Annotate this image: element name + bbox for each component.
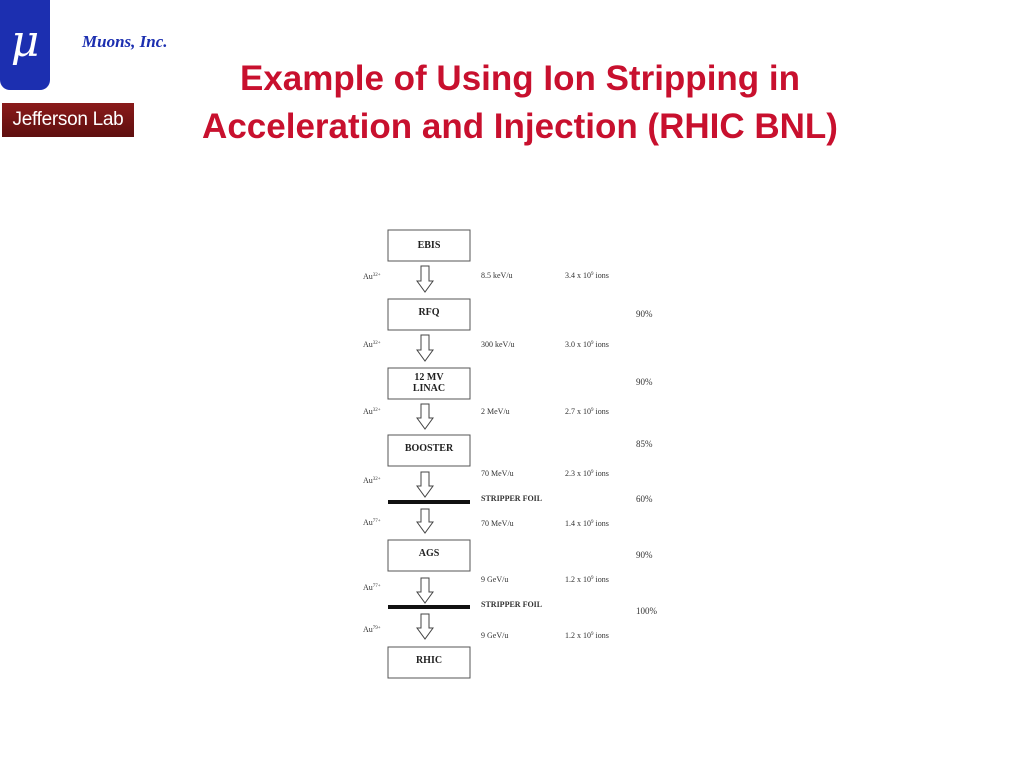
ion-count: 1.2 x 109 ions	[565, 631, 609, 640]
stripper-foil-bar	[388, 500, 470, 504]
energy-value: 70 MeV/u	[481, 469, 514, 478]
ion-count: 1.2 x 109 ions	[565, 575, 609, 584]
energy-value: 2 MeV/u	[481, 407, 510, 416]
stripper-foil-label: STRIPPER FOIL	[481, 600, 542, 609]
efficiency-value: 90%	[636, 309, 653, 319]
box-rhic: RHIC	[387, 646, 471, 679]
ion-label: Au32+	[363, 407, 381, 416]
energy-value: 8.5 keV/u	[481, 271, 513, 280]
efficiency-value: 100%	[636, 606, 658, 616]
transition-row: Au32+ 300 keV/u 3.0 x 109 ions	[363, 340, 609, 349]
jefferson-lab-logo-text: Jefferson Lab	[12, 109, 124, 130]
box-ebis: EBIS	[387, 229, 471, 262]
ion-count: 1.4 x 109 ions	[565, 519, 609, 528]
stripper-foil-bar	[388, 605, 470, 609]
box-linac: 12 MV LINAC	[387, 367, 471, 400]
transition-row: Au32+ 8.5 keV/u 3.4 x 109 ions	[363, 271, 609, 281]
stripper-foil-label: STRIPPER FOIL	[481, 494, 542, 503]
box-label: RHIC	[416, 655, 442, 666]
efficiency-value: 90%	[636, 377, 653, 387]
down-arrow-icon	[416, 577, 434, 604]
box-booster: BOOSTER	[387, 434, 471, 467]
slide-title-line-1: Example of Using Ion Stripping in	[239, 59, 801, 98]
ion-count: 3.0 x 109 ions	[565, 340, 609, 349]
ion-label: Au32+	[363, 272, 381, 281]
ion-count: 2.3 x 109 ions	[565, 469, 609, 478]
ion-label: Au77+	[363, 518, 381, 527]
energy-value: 9 GeV/u	[481, 631, 508, 640]
efficiency-value: 90%	[636, 550, 653, 560]
energy-value: 300 keV/u	[481, 340, 515, 349]
box-label: BOOSTER	[405, 443, 454, 454]
ion-label: Au77+	[363, 583, 381, 592]
box-label: AGS	[419, 548, 440, 559]
transition-row: Au79+ 9 GeV/u 1.2 x 109 ions	[363, 625, 609, 640]
box-label: EBIS	[418, 240, 441, 251]
energy-value: 70 MeV/u	[481, 519, 514, 528]
ion-label: Au32+	[363, 476, 381, 485]
ion-count: 2.7 x 109 ions	[565, 407, 609, 416]
transition-row: Au77+ 70 MeV/u 1.4 x 109 ions	[363, 518, 609, 528]
box-ags: AGS	[387, 539, 471, 572]
company-name: Muons, Inc.	[82, 32, 168, 51]
jefferson-lab-logo: Jefferson Lab	[2, 103, 134, 137]
efficiency-value: 85%	[636, 439, 653, 449]
energy-value: 9 GeV/u	[481, 575, 508, 584]
ion-label: Au32+	[363, 340, 381, 349]
ion-count: 3.4 x 109 ions	[565, 271, 609, 280]
down-arrow-icon	[416, 334, 434, 362]
transition-row: Au32+ 70 MeV/u 2.3 x 109 ions	[363, 469, 609, 485]
slide-title: Example of Using Ion Stripping in Accele…	[140, 55, 900, 151]
ion-label: Au79+	[363, 625, 381, 634]
transition-row: Au77+ 9 GeV/u 1.2 x 109 ions	[363, 575, 609, 592]
transition-row: Au32+ 2 MeV/u 2.7 x 109 ions	[363, 407, 609, 416]
efficiency-value: 60%	[636, 494, 653, 504]
down-arrow-icon	[416, 613, 434, 640]
box-label-line-2: LINAC	[413, 383, 445, 394]
slide-title-line-2: Acceleration and Injection (RHIC BNL)	[202, 107, 838, 146]
arrows	[416, 265, 434, 640]
down-arrow-icon	[416, 265, 434, 293]
box-rfq: RFQ	[387, 298, 471, 331]
muons-logo: μ	[0, 0, 50, 90]
box-label: 12 MV	[414, 372, 444, 383]
box-label: RFQ	[418, 307, 439, 318]
mu-symbol-icon: μ	[10, 16, 40, 67]
down-arrow-icon	[416, 403, 434, 430]
down-arrow-icon	[416, 471, 434, 498]
down-arrow-icon	[416, 508, 434, 534]
